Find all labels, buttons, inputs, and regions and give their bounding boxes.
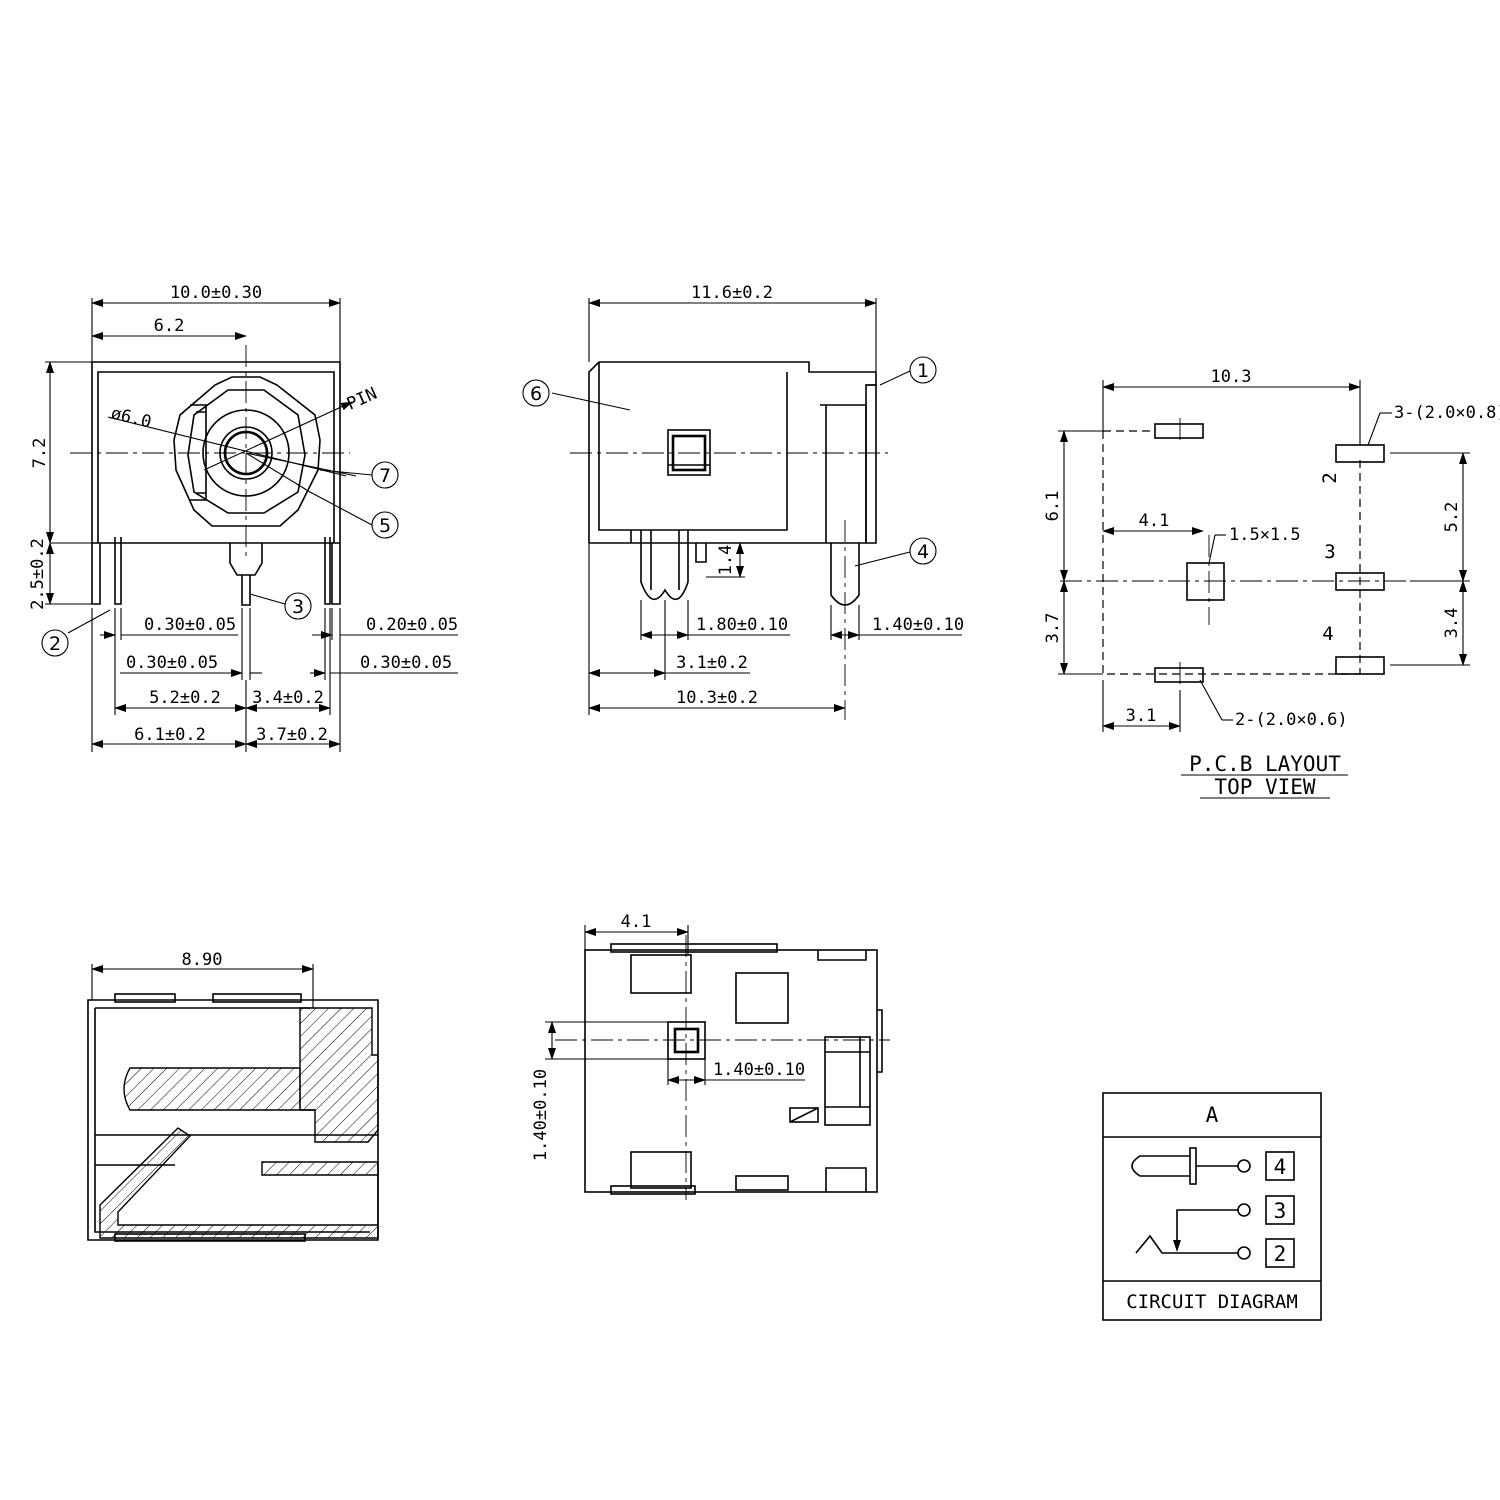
callout-6: 6 — [530, 383, 542, 405]
pcb-pad2-note: 2-(2.0×0.6) — [1235, 710, 1348, 730]
pcb-dim-3-4: 3.4 — [1442, 608, 1462, 639]
pcb-dim-6-1: 6.1 — [1043, 491, 1063, 522]
bottom-dim-horizontal: 1.40±0.10 — [713, 1060, 805, 1080]
dim-5-2: 5.2±0.2 — [149, 688, 221, 708]
dim-right-pin2-thickness: 0.30±0.05 — [360, 653, 452, 673]
pcb-dim-5-2: 5.2 — [1442, 502, 1462, 533]
callout-1: 1 — [917, 360, 929, 382]
pcb-dim-4-1: 4.1 — [1139, 511, 1170, 531]
dim-to-center: 6.2 — [154, 316, 185, 336]
callout-4: 4 — [917, 541, 929, 563]
pcb-hole-size: 1.5×1.5 — [1229, 525, 1301, 545]
bottom-dim-vertical: 1.40±0.10 — [531, 1069, 551, 1161]
circuit-pin-3: 3 — [1274, 1199, 1287, 1223]
circuit-pin-4: 4 — [1274, 1155, 1287, 1179]
dim-right-pin-thickness: 0.20±0.05 — [366, 615, 458, 635]
dim-3-7: 3.7±0.2 — [256, 725, 328, 745]
callout-3: 3 — [292, 596, 304, 618]
dim-pin-length: 2.5±0.2 — [28, 538, 48, 610]
dim-6-1: 6.1±0.2 — [134, 725, 206, 745]
pcb-pin-2-label: 2 — [1319, 472, 1341, 483]
bottom-dim-4-1: 4.1 — [621, 912, 652, 932]
side-dim-width-total: 11.6±0.2 — [691, 283, 773, 303]
callout-7: 7 — [379, 465, 391, 487]
bottom-view: 4.1 1.40±0.10 1.40±0.10 — [531, 912, 890, 1200]
pcb-pin-4-label: 4 — [1322, 623, 1333, 645]
circuit-header: A — [1206, 1103, 1219, 1127]
circuit-diagram: A 4 3 2 CIRCUIT DIAGRAM — [1102, 1092, 1322, 1321]
side-dim-1-40: 1.40±0.10 — [872, 615, 964, 635]
section-view: 8.90 — [87, 950, 379, 1242]
circuit-pin-2: 2 — [1274, 1242, 1287, 1266]
side-dim-1-80: 1.80±0.10 — [696, 615, 788, 635]
callout-5: 5 — [379, 515, 391, 537]
dim-3-4: 3.4±0.2 — [252, 688, 324, 708]
section-dim-width: 8.90 — [182, 950, 223, 970]
pin-label: PIN — [344, 384, 380, 415]
dim-height: 7.2 — [30, 438, 50, 469]
pcb-dim-width: 10.3 — [1211, 367, 1252, 387]
pcb-layout-view: 10.3 3-(2.0×0.8) 6.1 3.7 4.1 1.5×1.5 5.2… — [1043, 367, 1500, 799]
dim-mid-pin-thickness: 0.30±0.05 — [126, 653, 218, 673]
callout-2: 2 — [49, 633, 61, 655]
front-view: 10.0±0.30 6.2 7.2 2.5±0.2 ø6.0 PIN 0.30±… — [28, 283, 458, 752]
pcb-pin-3-label: 3 — [1324, 541, 1335, 563]
pcb-pad3-note: 3-(2.0×0.8) — [1394, 403, 1500, 423]
pcb-dim-3-1: 3.1 — [1126, 706, 1157, 726]
side-dim-1-4: 1.4 — [716, 545, 736, 576]
pcb-dim-3-7: 3.7 — [1043, 613, 1063, 644]
dim-left-pin-thickness: 0.30±0.05 — [144, 615, 236, 635]
side-view: 11.6±0.2 1.4 1.80±0.10 1.40±0.10 3.1±0.2… — [522, 283, 964, 720]
dim-width-total: 10.0±0.30 — [170, 283, 262, 303]
circuit-footer: CIRCUIT DIAGRAM — [1126, 1291, 1298, 1313]
pcb-title: P.C.B LAYOUT — [1189, 752, 1341, 776]
side-dim-10-3: 10.3±0.2 — [676, 688, 758, 708]
side-dim-3-1: 3.1±0.2 — [676, 653, 748, 673]
pcb-subtitle: TOP VIEW — [1214, 775, 1316, 799]
bore-diameter-label: ø6.0 — [109, 403, 154, 432]
